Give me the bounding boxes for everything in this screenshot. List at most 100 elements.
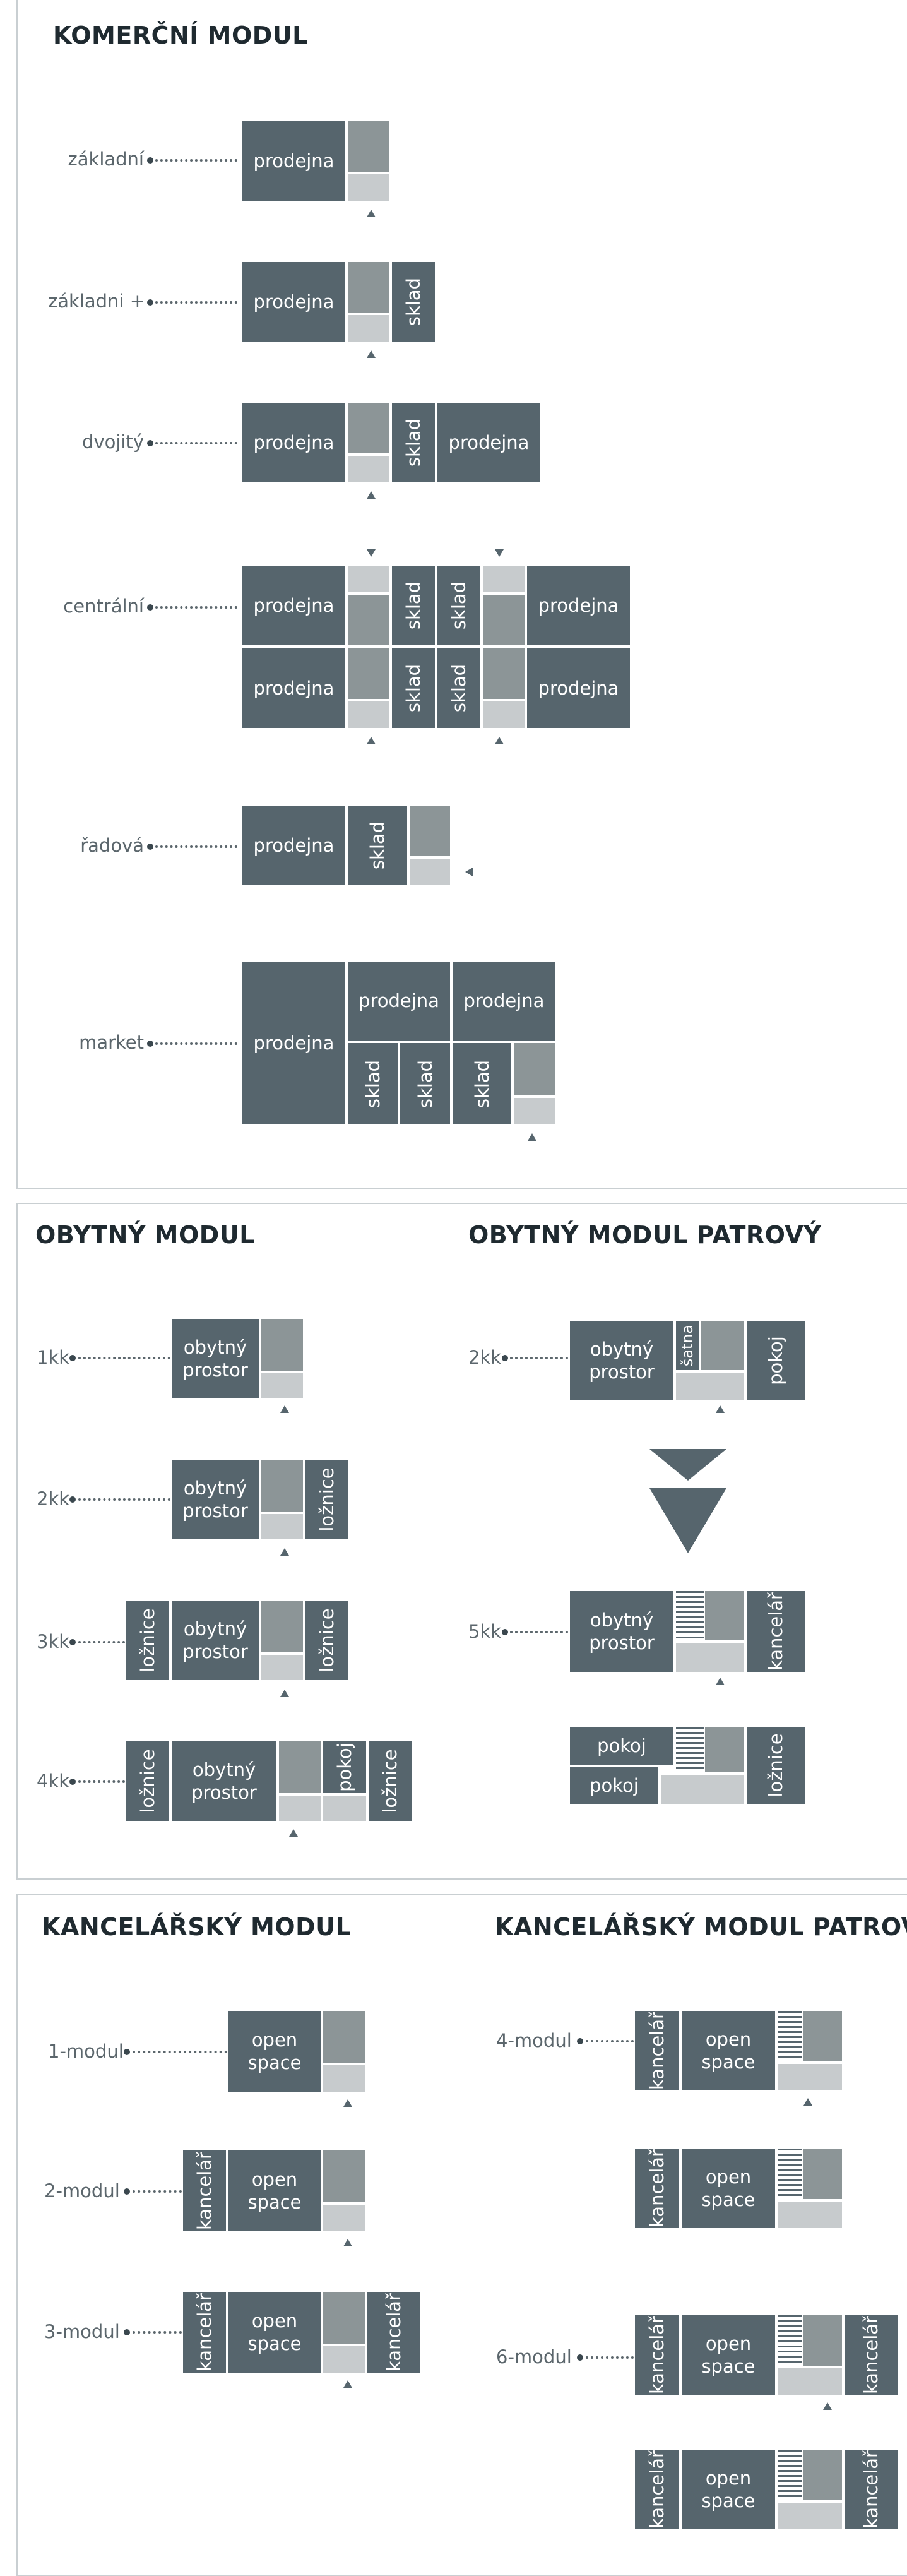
leader-line <box>155 442 237 444</box>
label-zakladni: základní <box>68 148 144 170</box>
room-kancelar: kancelář <box>747 1591 805 1672</box>
leader-line <box>155 159 237 162</box>
pokoj-label: pokoj <box>333 1743 355 1792</box>
entrance-arrow-icon <box>495 549 504 557</box>
leader-dot <box>577 2038 583 2044</box>
sklad-label: sklad <box>362 1059 384 1108</box>
entrance-arrow-icon <box>528 1133 536 1141</box>
room-service <box>705 1727 744 1772</box>
label-1-modul: 1-modul <box>48 2041 124 2062</box>
entrance-arrow-icon <box>823 2402 832 2410</box>
sklad-label: sklad <box>402 664 424 713</box>
room-loznice: ložnice <box>126 1601 169 1680</box>
leader-line <box>155 845 237 848</box>
room-open-space: open space <box>682 2149 775 2228</box>
leader-dot <box>124 2188 130 2195</box>
room-entry <box>348 566 389 592</box>
entrance-arrow-icon <box>280 1405 289 1413</box>
entrance-arrow-icon <box>367 350 376 358</box>
room-entry <box>676 1373 744 1400</box>
room-sklad: sklad <box>437 566 480 645</box>
room-prodejna: prodejna <box>242 962 345 1124</box>
leader-line <box>133 2051 227 2053</box>
room-obytny-prostor: obytný prostor <box>172 1460 259 1539</box>
kancelar-label: kancelář <box>646 2316 668 2394</box>
room-kancelar: kancelář <box>367 2292 420 2373</box>
leader-line <box>586 2040 634 2042</box>
room-service <box>483 595 525 645</box>
loznice-label: ložnice <box>136 1608 158 1673</box>
transition-arrow-icon <box>649 1449 726 1553</box>
room-service <box>348 595 389 645</box>
entrance-arrow-icon <box>716 1678 725 1685</box>
label-2-modul: 2-modul <box>44 2180 120 2202</box>
room-entry <box>778 2503 842 2529</box>
sklad-label: sklad <box>414 1059 436 1108</box>
entrance-arrow-icon <box>343 2239 352 2246</box>
staircase-icon <box>778 2450 802 2500</box>
kancelar-label: kancelář <box>193 2293 215 2371</box>
leader-dot <box>69 1779 76 1785</box>
room-open-space: open space <box>228 2292 321 2373</box>
leader-line <box>586 2356 634 2359</box>
staircase-icon <box>778 2011 802 2061</box>
leader-line <box>133 2190 182 2193</box>
leader-dot <box>147 157 153 164</box>
room-kancelar: kancelář <box>845 2450 898 2529</box>
label-2kk: 2kk <box>37 1488 70 1510</box>
leader-dot <box>69 1355 76 1361</box>
label-radova: řadová <box>80 835 144 856</box>
leader-dot <box>147 440 153 446</box>
room-entry <box>348 456 389 482</box>
sklad-label: sklad <box>402 581 424 630</box>
leader-dot <box>577 2354 583 2361</box>
kancelarsky-title: KANCELÁŘSKÝ MODUL <box>42 1913 352 1941</box>
entrance-arrow-icon <box>280 1690 289 1697</box>
room-open-space: open space <box>228 2011 321 2092</box>
label-market: market <box>79 1032 144 1053</box>
room-entry <box>348 701 389 728</box>
kancelar-label: kancelář <box>860 2316 882 2394</box>
leader-line <box>78 1357 170 1359</box>
room-entry <box>323 2065 365 2092</box>
room-service <box>323 2150 365 2202</box>
room-loznice: ložnice <box>747 1727 805 1804</box>
loznice-label: ložnice <box>379 1749 401 1813</box>
loznice-label: ložnice <box>316 1608 338 1673</box>
room-pokoj: pokoj <box>570 1767 658 1804</box>
kancelar-label: kancelář <box>646 2450 668 2529</box>
loznice-label: ložnice <box>764 1733 786 1798</box>
room-sklad: sklad <box>400 1043 450 1124</box>
room-entry <box>323 2346 365 2373</box>
leader-dot <box>69 1496 76 1503</box>
loznice-label: ložnice <box>316 1467 338 1532</box>
room-prodejna: prodejna <box>242 806 345 885</box>
obytny-patrovy-title: OBYTNÝ MODUL PATROVÝ <box>468 1221 822 1249</box>
room-kancelar: kancelář <box>635 2149 679 2228</box>
leader-line <box>78 1641 125 1643</box>
leader-dot <box>147 604 153 611</box>
label-patrovy-2kk: 2kk <box>468 1347 502 1368</box>
satna-label: šatna <box>679 1324 696 1367</box>
kancelarsky-patrovy-title: KANCELÁŘSKÝ MODUL PATROVÝ <box>495 1913 907 1941</box>
room-kancelar: kancelář <box>635 2315 679 2395</box>
label-centralni: centrální <box>63 595 144 617</box>
room-service <box>705 1591 744 1640</box>
label-1kk: 1kk <box>37 1347 70 1368</box>
obytny-title: OBYTNÝ MODUL <box>35 1221 255 1249</box>
entrance-arrow-icon <box>367 737 376 744</box>
room-service <box>261 1319 303 1371</box>
room-entry <box>483 566 525 592</box>
room-open-space: open space <box>682 2315 775 2395</box>
leader-dot <box>147 844 153 850</box>
kancelar-label: kancelář <box>193 2152 215 2230</box>
entrance-arrow-icon <box>289 1829 298 1837</box>
staircase-icon <box>778 2315 802 2366</box>
leader-dot <box>502 1355 508 1361</box>
entrance-arrow-icon <box>280 1548 289 1556</box>
room-service <box>803 2450 842 2500</box>
leader-line <box>78 1780 125 1783</box>
room-prodejna: prodejna <box>242 566 345 645</box>
room-service <box>514 1043 555 1095</box>
room-entry <box>261 1655 303 1680</box>
